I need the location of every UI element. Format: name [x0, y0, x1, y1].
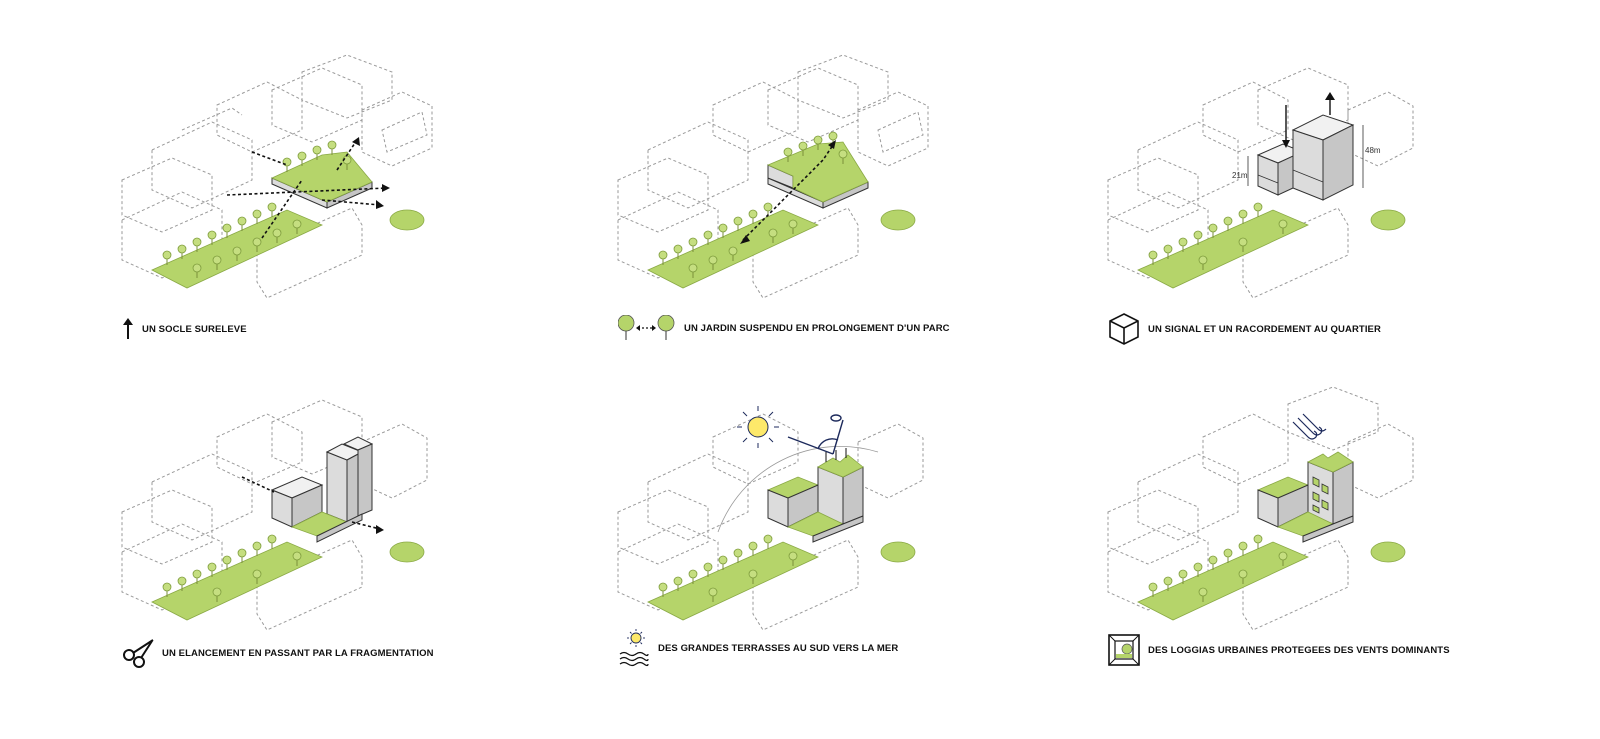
iso-diagram-socle — [121, 54, 433, 299]
park-trees — [1148, 534, 1288, 602]
flow-arrows — [241, 476, 384, 534]
fragmented-towers — [270, 436, 374, 543]
park-trees — [162, 534, 302, 602]
iso-diagram-loggias — [1107, 386, 1414, 631]
sea-park-patch — [880, 541, 916, 563]
panel-terrasses: DES GRANDES TERRASSES AU SUD VERS LA MER — [617, 392, 948, 712]
caption-text: UN SIGNAL ET UN RACORDEMENT AU QUARTIER — [1148, 323, 1381, 335]
iso-diagram-terrasses — [617, 406, 924, 631]
iso-diagram-signal: 21m 48m — [1107, 67, 1414, 299]
panel-socle: UN SOCLE SURELEVE — [121, 54, 452, 380]
caption-text: UN SOCLE SURELEVE — [142, 323, 247, 335]
caption-jardin: UN JARDIN SUSPENDU EN PROLONGEMENT D'UN … — [618, 315, 950, 341]
flow-arrows — [226, 137, 390, 239]
sea-park-patch — [1370, 209, 1406, 231]
ghost-context-buildings — [1107, 386, 1414, 631]
loggia-icon — [1108, 634, 1140, 666]
panel-signal: 21m 48m UN SIGNAL ET UN RACORDEMENT AU Q… — [1107, 60, 1438, 380]
ghost-context-buildings — [617, 54, 929, 299]
sea-park-patch — [389, 209, 425, 231]
sea-park-patch — [1370, 541, 1406, 563]
park-trees — [658, 534, 798, 602]
panel-jardin: UN JARDIN SUSPENDU EN PROLONGEMENT D'UN … — [617, 54, 950, 380]
suspended-garden-block — [766, 131, 869, 209]
sea-park-patch — [389, 541, 425, 563]
dim-low-label: 21m — [1232, 171, 1248, 180]
sun-sea-icon — [619, 629, 649, 667]
caption-text: DES LOGGIAS URBAINES PROTEGEES DES VENTS… — [1148, 644, 1450, 656]
caption-elancement: UN ELANCEMENT EN PASSANT PAR LA FRAGMENT… — [122, 638, 434, 668]
caption-signal: UN SIGNAL ET UN RACORDEMENT AU QUARTIER — [1108, 312, 1381, 346]
park-trees — [658, 202, 798, 278]
sun-icon — [737, 406, 779, 448]
caption-socle: UN SOCLE SURELEVE — [122, 318, 247, 340]
ghost-context-buildings — [1107, 67, 1414, 299]
scissors-icon — [123, 639, 154, 668]
wind-icon — [1292, 413, 1327, 440]
iso-diagram-jardin — [617, 54, 929, 299]
raised-plinth — [271, 140, 373, 209]
park-trees — [1148, 202, 1288, 270]
up-arrow-icon — [123, 318, 133, 339]
height-dimensions: 21m 48m — [1232, 92, 1381, 188]
dim-high-label: 48m — [1365, 146, 1381, 155]
cube-icon — [1109, 313, 1139, 345]
caption-text: UN ELANCEMENT EN PASSANT PAR LA FRAGMENT… — [162, 647, 434, 659]
caption-text: UN JARDIN SUSPENDU EN PROLONGEMENT D'UN … — [684, 322, 950, 334]
sun-path-arc — [717, 445, 879, 533]
caption-terrasses: DES GRANDES TERRASSES AU SUD VERS LA MER — [618, 628, 898, 668]
loggia-towers — [1256, 451, 1354, 543]
park-trees — [162, 202, 302, 278]
caption-text: DES GRANDES TERRASSES AU SUD VERS LA MER — [658, 642, 899, 654]
sea-park-patch — [880, 209, 916, 231]
panel-loggias: DES LOGGIAS URBAINES PROTEGEES DES VENTS… — [1107, 386, 1450, 712]
ghost-context-buildings — [121, 54, 433, 299]
caption-loggias: DES LOGGIAS URBAINES PROTEGEES DES VENTS… — [1108, 634, 1450, 666]
view-cone — [787, 414, 844, 455]
terraced-towers — [766, 448, 864, 543]
panel-elancement: UN ELANCEMENT EN PASSANT PAR LA FRAGMENT… — [121, 392, 452, 712]
iso-diagram-elancement — [121, 399, 428, 631]
trees-link-icon — [618, 315, 675, 340]
link-arrow — [740, 140, 836, 244]
signal-tower — [1256, 114, 1355, 201]
